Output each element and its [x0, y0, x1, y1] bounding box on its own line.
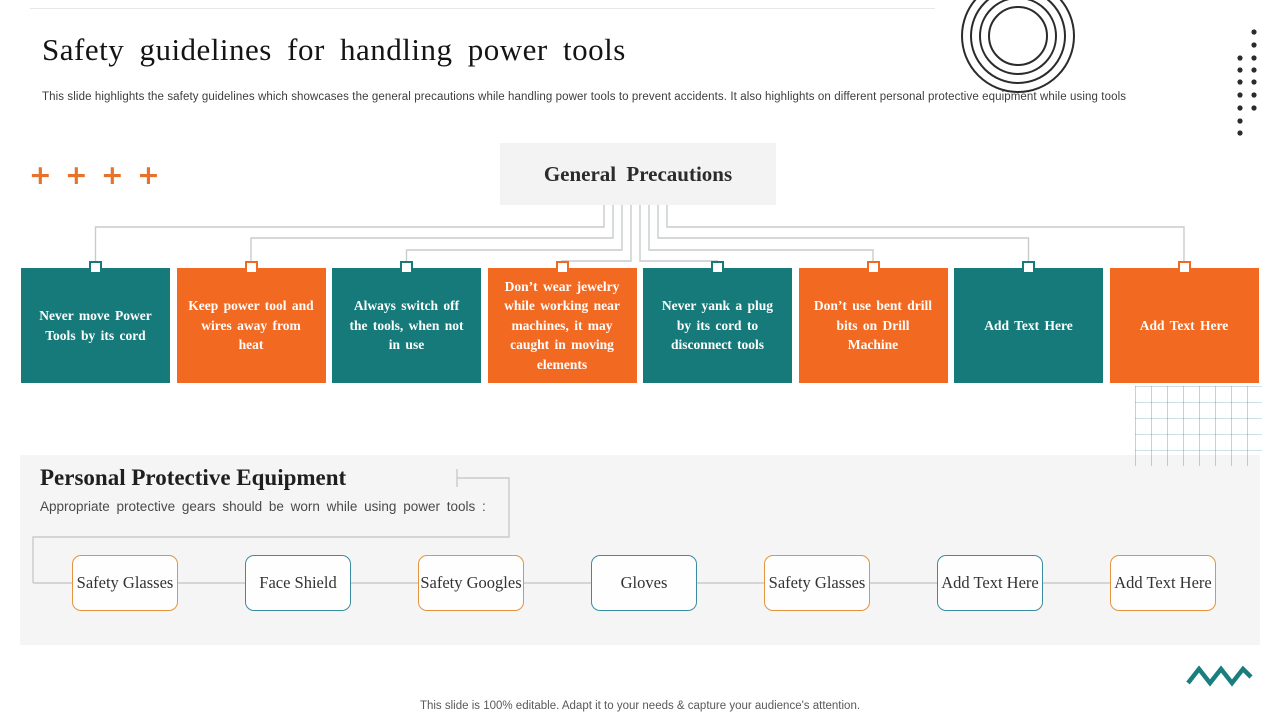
- top-border-line: [30, 8, 935, 9]
- general-precautions-label: General Precautions: [543, 161, 733, 186]
- precaution-box[interactable]: Always switch off the tools, when not in…: [332, 268, 481, 383]
- precaution-box[interactable]: Don’t wear jewelry while working near ma…: [487, 268, 637, 383]
- connector-marker-square: [89, 261, 102, 274]
- ppe-item[interactable]: Add Text Here: [1110, 555, 1216, 611]
- precaution-box[interactable]: Never move Power Tools by its cord: [21, 268, 170, 383]
- connector-marker-square: [711, 261, 724, 274]
- ppe-item[interactable]: Safety Glasses: [72, 555, 178, 611]
- connector-marker-square: [400, 261, 413, 274]
- precaution-box[interactable]: Keep power tool and wires away from heat: [176, 268, 326, 383]
- connector-marker-square: [1177, 261, 1191, 274]
- precaution-box[interactable]: Add Text Here: [954, 268, 1103, 383]
- page-title: Safety guidelines for handling power too…: [42, 32, 626, 67]
- concentric-circles-icon: [961, 0, 1075, 93]
- zigzag-icon: [1186, 665, 1253, 687]
- precaution-box[interactable]: Never yank a plug by its cord to disconn…: [643, 268, 792, 383]
- ppe-title: Personal Protective Equipment: [40, 465, 347, 490]
- ppe-subtitle: Appropriate protective gears should be w…: [40, 499, 486, 514]
- page-subtitle: This slide highlights the safety guideli…: [42, 91, 1127, 103]
- ppe-item[interactable]: Face Shield: [245, 555, 351, 611]
- precaution-box[interactable]: Don’t use bent drill bits on Drill Machi…: [798, 268, 948, 383]
- ppe-item[interactable]: Gloves: [591, 555, 697, 611]
- precaution-box[interactable]: Add Text Here: [1109, 268, 1259, 383]
- connector-marker-square: [1022, 261, 1035, 274]
- connector-marker-square: [555, 261, 569, 274]
- plus-signs-decoration: + + + +: [29, 160, 162, 191]
- ppe-item[interactable]: Add Text Here: [937, 555, 1043, 611]
- ppe-item[interactable]: Safety Googles: [418, 555, 524, 611]
- ppe-item[interactable]: Safety Glasses: [764, 555, 870, 611]
- footer-note: This slide is 100% editable. Adapt it to…: [419, 700, 861, 712]
- connector-marker-square: [866, 261, 880, 274]
- ppe-panel: Personal Protective Equipment Appropriat…: [20, 455, 1260, 645]
- grid-pattern-decoration: [1135, 386, 1262, 466]
- connector-marker-square: [244, 261, 258, 274]
- general-precautions-header[interactable]: General Precautions: [500, 143, 776, 205]
- dots-pattern-icon: [1237, 29, 1257, 136]
